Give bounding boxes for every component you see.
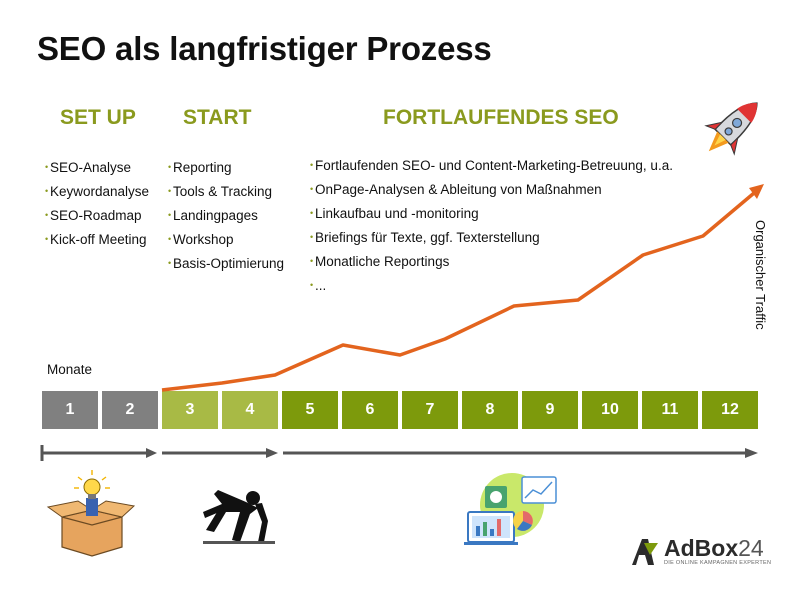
runner-start-icon (203, 490, 275, 544)
list-item: Basis-Optimierung (168, 251, 284, 276)
month-block-5: 5 (282, 391, 338, 429)
start-list: Reporting Tools & Tracking Landingpages … (168, 155, 284, 276)
start-span-arrow (162, 448, 278, 458)
month-block-3: 3 (162, 391, 218, 429)
months-label: Monate (47, 362, 93, 377)
month-block-1: 1 (42, 391, 98, 429)
logo-mark-icon (632, 539, 658, 565)
list-item: Landingpages (168, 203, 284, 228)
month-block-2: 2 (102, 391, 158, 429)
month-block-6: 6 (342, 391, 398, 429)
month-block-10: 10 (582, 391, 638, 429)
list-item: Briefings für Texte, ggf. Texterstellung (310, 225, 673, 250)
traffic-line (161, 186, 762, 392)
adbox24-logo: AdBox24 DIE ONLINE KAMPAGNEN EXPERTEN (630, 535, 771, 575)
month-block-4: 4 (222, 391, 278, 429)
month-block-8: 8 (462, 391, 518, 429)
list-item: Reporting (168, 155, 284, 180)
ongoing-span-arrow (283, 448, 758, 458)
lightbulb-box-icon (46, 470, 136, 557)
rocket-icon (704, 102, 758, 156)
list-item: Fortlaufenden SEO- und Content-Marketing… (310, 153, 673, 178)
logo-tagline: DIE ONLINE KAMPAGNEN EXPERTEN (664, 560, 772, 566)
page-title: SEO als langfristiger Prozess (37, 30, 492, 67)
month-block-12: 12 (702, 391, 758, 429)
list-item: Monatliche Reportings (310, 249, 673, 274)
ongoing-list: Fortlaufenden SEO- und Content-Marketing… (310, 153, 673, 298)
analytics-dashboard-icon (464, 473, 557, 545)
list-item: SEO-Analyse (45, 155, 149, 180)
list-item: Linkaufbau und -monitoring (310, 201, 673, 226)
logo-name: AdBox (664, 535, 739, 561)
traffic-arrowhead-icon (749, 184, 764, 199)
month-timeline: 1 2 3 4 5 6 7 8 9 10 11 12 (42, 391, 758, 429)
phase-heading-start: START (183, 106, 252, 129)
setup-list: SEO-Analyse Keywordanalyse SEO-Roadmap K… (45, 155, 149, 252)
list-item: SEO-Roadmap (45, 203, 149, 228)
month-block-11: 11 (642, 391, 698, 429)
month-block-7: 7 (402, 391, 458, 429)
list-item: Workshop (168, 227, 284, 252)
list-item: ... (310, 273, 673, 298)
logo-number: 24 (738, 535, 764, 561)
phase-heading-setup: SET UP (60, 106, 136, 129)
list-item: Tools & Tracking (168, 179, 284, 204)
list-item: OnPage-Analysen & Ableitung von Maßnahme… (310, 177, 673, 202)
month-block-9: 9 (522, 391, 578, 429)
list-item: Keywordanalyse (45, 179, 149, 204)
phase-heading-ongoing: FORTLAUFENDES SEO (383, 106, 619, 129)
logo-wordmark: AdBox24 (664, 535, 764, 562)
list-item: Kick-off Meeting (45, 227, 149, 252)
setup-span-arrow (40, 445, 157, 461)
